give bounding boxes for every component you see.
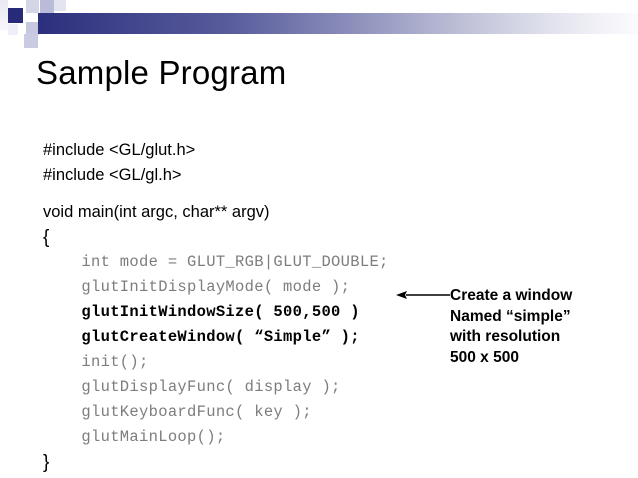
decoration-square-lower-left bbox=[8, 24, 18, 35]
code-line: init(); bbox=[43, 353, 149, 371]
code-line: glutKeyboardFunc( key ); bbox=[43, 403, 312, 421]
callout-line: with resolution bbox=[450, 328, 561, 345]
code-line: #include <GL/gl.h> bbox=[43, 166, 182, 184]
code-line: { bbox=[43, 227, 50, 248]
callout-line: Named “simple” bbox=[450, 307, 571, 325]
callout-text: Create a window Named “simple” with reso… bbox=[450, 286, 635, 368]
code-block: #include <GL/glut.h> #include <GL/gl.h> … bbox=[43, 138, 453, 475]
code-line: glutInitDisplayMode( mode ); bbox=[43, 278, 351, 296]
code-line: int mode = GLUT_RGB|GLUT_DOUBLE; bbox=[43, 253, 389, 271]
decoration-square-top-far bbox=[54, 0, 66, 11]
code-line: } bbox=[43, 452, 50, 473]
decoration-square-top bbox=[26, 0, 39, 13]
code-line: glutMainLoop(); bbox=[43, 428, 226, 446]
decoration-square-bottom bbox=[24, 34, 38, 48]
code-line-highlighted: glutCreateWindow( “Simple” ); bbox=[43, 328, 360, 346]
callout-line: Create a window bbox=[450, 287, 573, 304]
callout-arrow-icon bbox=[396, 291, 450, 299]
decoration-square-left-strip bbox=[0, 0, 8, 30]
code-line: glutDisplayFunc( display ); bbox=[43, 378, 341, 396]
decoration-accent-square bbox=[8, 8, 23, 23]
code-line: #include <GL/glut.h> bbox=[43, 141, 196, 159]
code-line-highlighted: glutInitWindowSize( 500,500 ) bbox=[43, 303, 360, 321]
code-line: void main(int argc, char** argv) bbox=[43, 203, 270, 221]
page-title: Sample Program bbox=[36, 54, 287, 91]
decoration-gradient-bar bbox=[38, 13, 638, 34]
decoration-square-mid bbox=[26, 22, 39, 35]
header-decoration bbox=[0, 0, 638, 48]
code-line-blank bbox=[43, 188, 453, 200]
decoration-square-top-right bbox=[40, 0, 54, 13]
callout-line: 500 x 500 bbox=[450, 348, 519, 366]
